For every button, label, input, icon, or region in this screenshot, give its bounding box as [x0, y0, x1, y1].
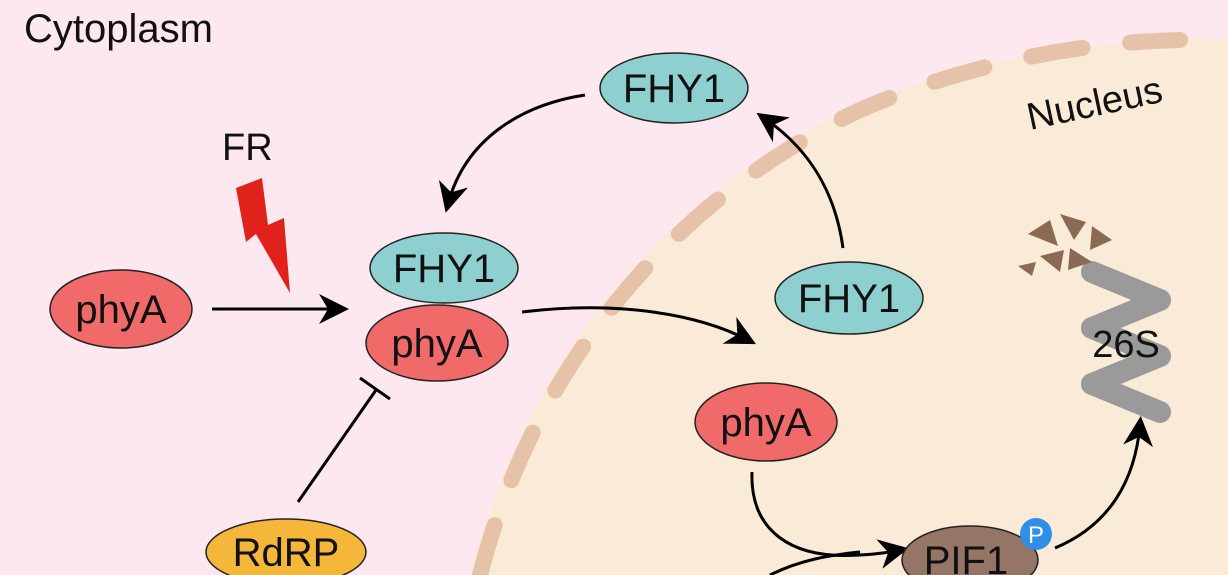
pif1-node: [901, 525, 1039, 575]
arrow-incoming-bottom: [769, 550, 861, 575]
nuclear-envelope: [472, 32, 1188, 575]
proteasome-icon: [1081, 261, 1171, 423]
inhibition-rdrp-to-complex: [296, 389, 378, 503]
fhy1-nucleus-node: [774, 261, 924, 335]
phosphate-label: P: [1028, 522, 1044, 549]
rdrp-label: RdRP: [233, 531, 340, 575]
phyA-complex-label: phyA: [391, 322, 482, 366]
pif1-label: PIF1: [924, 539, 1008, 575]
rdrp-node: [205, 518, 367, 575]
phyA-nucleus-label: phyA: [720, 401, 811, 445]
degraded-fragments-icon: [1018, 214, 1112, 276]
fhy1-top-node: [599, 52, 749, 124]
proteasome-label: 26S: [1092, 324, 1160, 366]
far-red-lightning-icon: [236, 178, 290, 293]
fhy1-complex-node: [369, 232, 519, 304]
phyA-nucleus-node: [694, 382, 838, 462]
fhy1-top-label: FHY1: [623, 67, 725, 111]
phyA-free-node: [49, 269, 193, 349]
fhy1-complex-label: FHY1: [393, 247, 495, 291]
arrow-fhy1-export: [756, 112, 845, 249]
phyA-complex-node: [365, 304, 509, 382]
cytoplasm-label: Cytoplasm: [24, 7, 213, 51]
phyA-free-label: phyA: [75, 288, 166, 332]
arrow-fhy1-to-complex: [438, 93, 586, 213]
arrow-pif1-degradation: [1054, 416, 1154, 550]
far-red-label: FR: [222, 127, 273, 169]
fhy1-nucleus-label: FHY1: [798, 277, 900, 321]
inhibition-bar: [359, 376, 391, 401]
phosphate-icon: [1020, 518, 1052, 550]
arrow-complex-to-nucleus: [521, 306, 756, 345]
